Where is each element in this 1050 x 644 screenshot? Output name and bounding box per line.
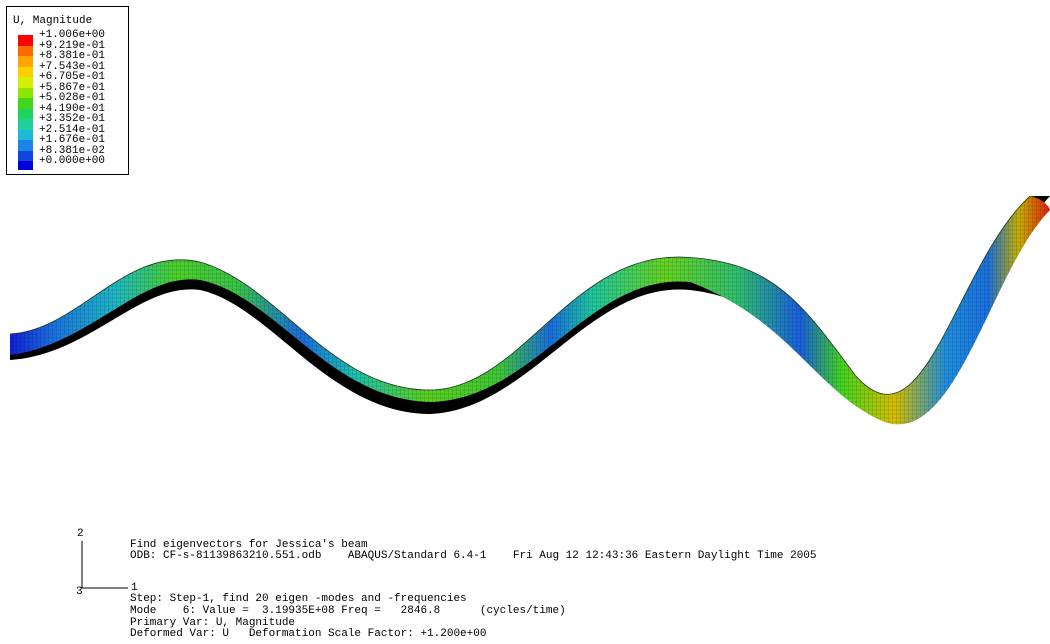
primary-var-info: Primary Var: U, Magnitude [130,617,296,629]
legend-label: +0.000e+00 [39,155,106,167]
legend-swatch [18,87,33,98]
contour-legend: U, Magnitude +1.006e+00+9.219e-01+8.381e… [6,6,129,175]
triad-label-3: 3 [76,586,83,598]
legend-swatch [18,129,33,140]
legend-label: +1.006e+00 [39,29,106,41]
legend-label: +8.381e-01 [39,50,106,62]
triad-label-1: 1 [131,582,138,594]
beam-edge-top [9,195,1031,395]
legend-label: +8.381e-02 [39,144,106,157]
beam-shadow [10,196,1050,414]
step-info: Step: Step-1, find 20 eigen -modes and -… [130,593,467,605]
legend-swatch [18,98,33,109]
legend-swatch [18,108,33,119]
legend-swatch [18,161,33,170]
legend-label: +3.352e-01 [39,113,106,125]
legend-swatch [18,56,33,67]
triad-label-2: 2 [77,528,84,540]
legend-color-bar [18,35,33,170]
legend-label: +7.543e-01 [39,60,106,73]
legend-labels: +1.006e+00+9.219e-01+8.381e-01+7.543e-01… [39,30,105,167]
deformed-beam[interactable] [10,196,1050,425]
legend-label: +2.514e-01 [39,123,106,136]
beam-mesh [10,196,1050,425]
legend-label: +6.705e-01 [39,71,106,83]
legend-swatch [18,45,33,56]
legend-swatch [18,150,33,161]
legend-label: +9.219e-01 [39,39,106,52]
mode-info: Mode 6: Value = 3.19935E+08 Freq = 2846.… [130,605,566,617]
legend-swatch [18,77,33,88]
legend-title: U, Magnitude [13,15,93,27]
legend-label: +1.676e-01 [39,134,106,146]
legend-swatch [18,35,33,46]
legend-swatch [18,66,33,77]
odb-info: ODB: CF-s-81139863210.551.odb ABAQUS/Sta… [130,550,817,562]
legend-label: +5.028e-01 [39,92,106,104]
legend-label: +4.190e-01 [39,102,106,115]
legend-swatch [18,140,33,151]
deformed-var-info: Deformed Var: U Deformation Scale Factor… [130,628,487,640]
legend-swatch [18,119,33,130]
legend-label: +5.867e-01 [39,81,106,94]
job-description: Find eigenvectors for Jessica's beam [130,539,368,551]
